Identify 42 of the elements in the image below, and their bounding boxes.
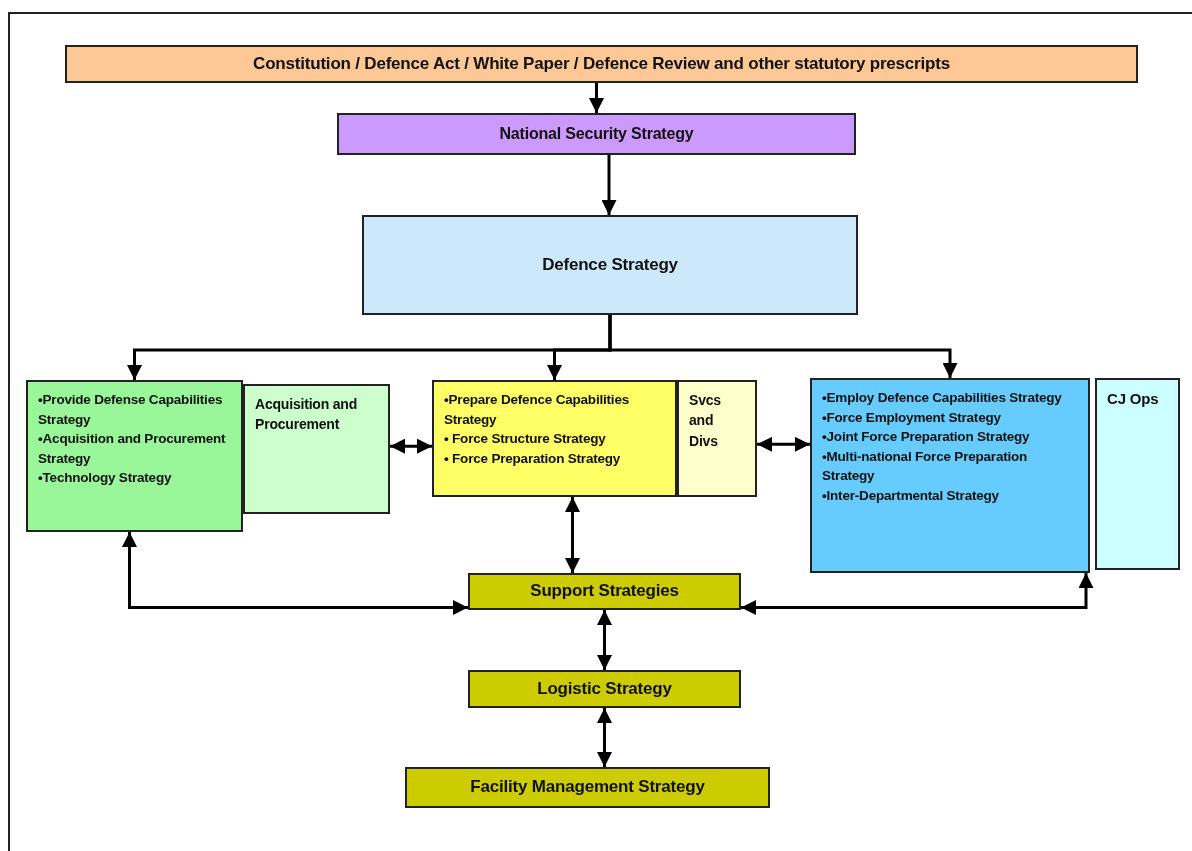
strategy-list-box xyxy=(810,378,1090,573)
box-title: Facility Management Strategy xyxy=(470,777,705,798)
list-item: •Inter-Departmental Strategy xyxy=(822,486,999,505)
list-item: Svcs and Divs xyxy=(689,391,722,451)
arrow xyxy=(589,83,604,113)
box-title: Support Strategies xyxy=(530,581,679,602)
list-item: CJ Ops xyxy=(1107,389,1159,409)
strategy-list-box xyxy=(1095,378,1180,570)
arrow xyxy=(601,155,617,215)
arrow xyxy=(597,708,612,767)
strategy-list-box xyxy=(432,380,677,497)
arrow xyxy=(122,532,468,615)
strategy-list-box xyxy=(677,380,757,497)
strategy-box xyxy=(405,767,770,808)
arrow xyxy=(757,436,810,452)
box-title: Constitution / Defence Act / White Paper / Defence Review and other statutory prescripts xyxy=(253,53,950,75)
strategy-box xyxy=(337,113,856,155)
strategy-box xyxy=(468,670,741,708)
list-item: •Multi-national Force Preparation Strategy xyxy=(822,447,1029,486)
box-title: Logistic Strategy xyxy=(537,678,672,700)
strategy-box xyxy=(362,215,858,315)
arrow xyxy=(390,438,432,454)
arrow xyxy=(565,497,580,573)
list-item: •Prepare Defence Capabilities Strategy xyxy=(444,391,630,429)
list-item: •Technology Strategy xyxy=(38,469,172,488)
list-item: Acquisition and Procurement xyxy=(255,395,358,435)
strategy-box xyxy=(65,45,1138,83)
list-item: •Employ Defence Capabilities Strategy xyxy=(822,389,1062,407)
list-item: • Force Structure Strategy xyxy=(444,430,606,449)
box-title: National Security Strategy xyxy=(499,124,694,144)
strategy-box xyxy=(468,573,741,610)
list-item: • Force Preparation Strategy xyxy=(444,449,621,468)
strategy-list-box xyxy=(26,380,243,532)
list-item: •Force Employment Strategy xyxy=(822,408,1001,427)
arrow xyxy=(741,573,1094,615)
box-title: Defence Strategy xyxy=(542,254,678,276)
arrow xyxy=(608,315,958,378)
list-item: •Joint Force Preparation Strategy xyxy=(822,428,1030,447)
list-item: •Acquisition and Procurement Strategy xyxy=(38,430,227,468)
list-item: •Provide Defense Capabilities Strategy xyxy=(38,391,224,429)
arrow xyxy=(597,610,612,670)
strategy-list-box xyxy=(243,384,390,514)
